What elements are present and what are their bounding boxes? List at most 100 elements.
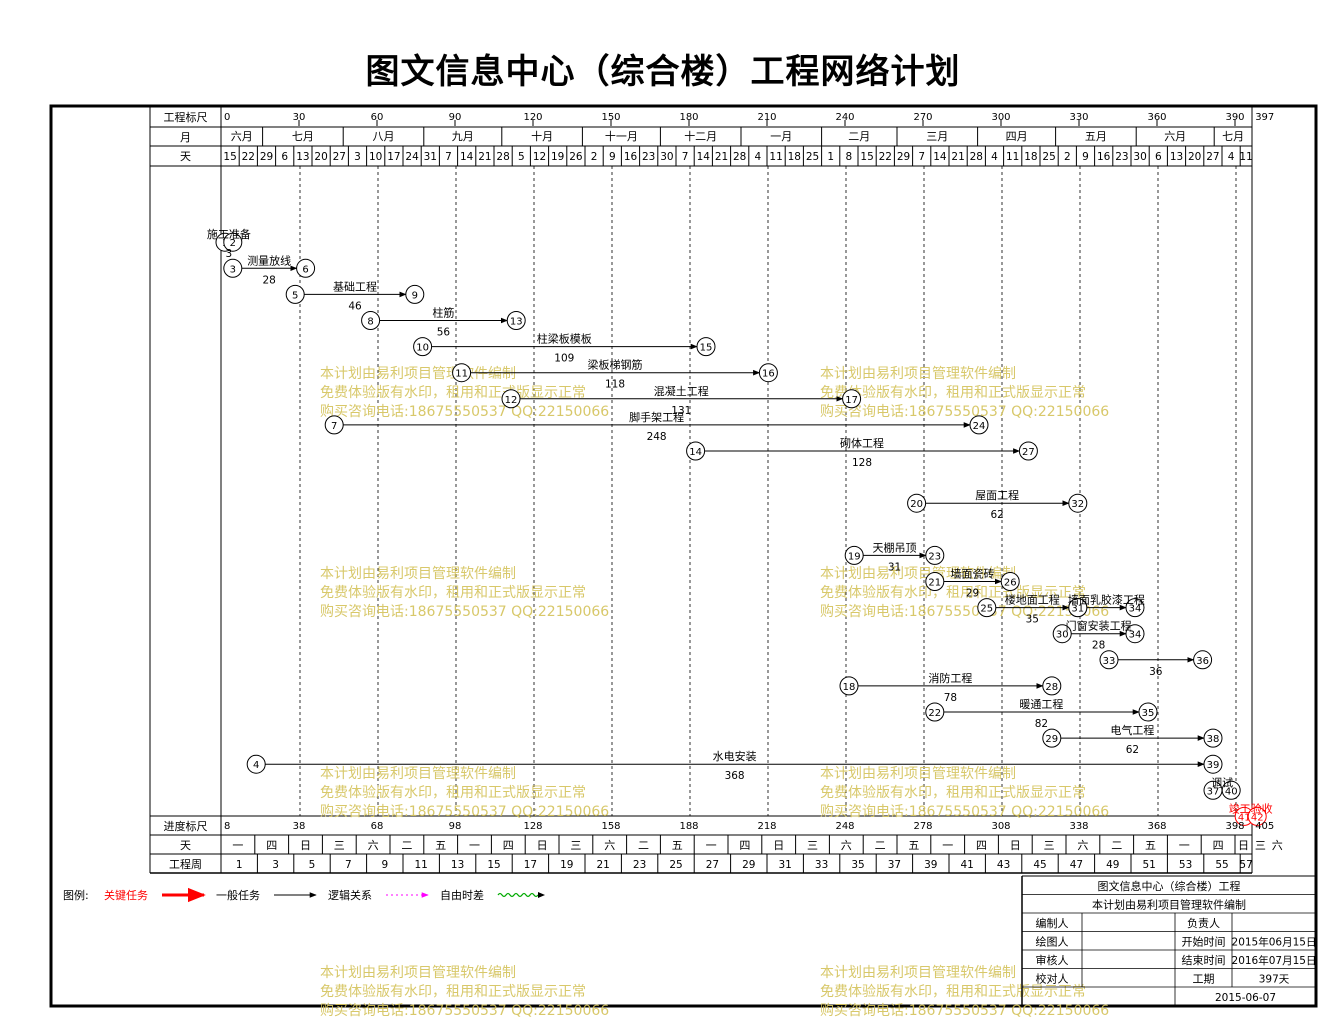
event-node-label: 42 bbox=[1251, 812, 1264, 823]
weekday-label: 六 bbox=[604, 839, 615, 852]
watermark-line: 免费体验版有水印，租用和正式版显示正常 bbox=[820, 984, 1086, 1000]
progress-tick: 98 bbox=[449, 821, 462, 832]
month-label: 十一月 bbox=[605, 129, 638, 143]
day-label: 4 bbox=[1228, 151, 1235, 163]
progress-tick: 398 bbox=[1225, 821, 1244, 832]
event-node-label: 36 bbox=[1196, 656, 1209, 667]
event-node-label: 4 bbox=[253, 760, 259, 771]
event-node-label: 23 bbox=[928, 551, 941, 562]
watermark-line: 购买咨询电话:18675550537 QQ:22150066 bbox=[820, 804, 1109, 820]
weekday-label: 一 bbox=[232, 839, 243, 852]
month-label: 十月 bbox=[531, 129, 553, 143]
event-node bbox=[1247, 806, 1267, 826]
legend-item-label: 自由时差 bbox=[440, 888, 484, 902]
day-label: 19 bbox=[551, 151, 564, 163]
event-node-label: 33 bbox=[1103, 656, 1116, 667]
day-label: 10 bbox=[369, 151, 382, 163]
day-label: 22 bbox=[242, 151, 255, 163]
event-node-label: 27 bbox=[1022, 447, 1035, 458]
info-value: 2016年07月15日 bbox=[1232, 954, 1317, 967]
event-node bbox=[907, 493, 927, 513]
week-label: 9 bbox=[381, 859, 388, 871]
event-node bbox=[501, 389, 521, 409]
week-label: 27 bbox=[706, 859, 719, 871]
task-name: 柱梁板模板 bbox=[537, 332, 592, 346]
event-node-label: 34 bbox=[1129, 604, 1142, 615]
task-duration: 28 bbox=[263, 274, 276, 286]
timescale-tick: 210 bbox=[757, 112, 776, 123]
watermark-line: 购买咨询电话:18675550537 QQ:22150066 bbox=[320, 1003, 609, 1017]
week-label: 43 bbox=[997, 859, 1010, 871]
week-label: 35 bbox=[851, 859, 864, 871]
week-label: 41 bbox=[961, 859, 974, 871]
task-duration: 248 bbox=[647, 431, 667, 443]
day-label: 27 bbox=[333, 151, 346, 163]
day-label: 29 bbox=[897, 151, 910, 163]
event-node-label: 18 bbox=[843, 682, 856, 693]
weekday-label: 日 bbox=[1238, 839, 1249, 852]
timescale-tick: 180 bbox=[679, 112, 698, 123]
watermark-line: 本计划由易利项目管理软件编制 bbox=[320, 366, 516, 382]
timescale-tick: 120 bbox=[523, 112, 542, 123]
watermark-line: 购买咨询电话:18675550537 QQ:22150066 bbox=[320, 804, 609, 820]
day-label: 21 bbox=[951, 151, 964, 163]
weekday-label: 日 bbox=[300, 839, 311, 852]
event-node bbox=[285, 284, 305, 304]
info-header-software: 本计划由易利项目管理软件编制 bbox=[1092, 898, 1246, 912]
event-node-label: 5 bbox=[292, 290, 298, 301]
event-node bbox=[1052, 624, 1072, 644]
task-name: 混凝土工程 bbox=[654, 384, 709, 398]
watermark-line: 本计划由易利项目管理软件编制 bbox=[820, 766, 1016, 782]
progress-tick: 405 bbox=[1255, 821, 1274, 832]
day-label: 9 bbox=[609, 151, 616, 163]
watermark-line: 免费体验版有水印，租用和正式版显示正常 bbox=[320, 984, 586, 1000]
weekday-label: 三 bbox=[334, 839, 345, 852]
info-key: 校对人 bbox=[1036, 972, 1069, 986]
day-label: 5 bbox=[518, 151, 525, 163]
event-node bbox=[925, 702, 945, 722]
task-name: 测量放线 bbox=[247, 253, 291, 267]
watermark-line: 本计划由易利项目管理软件编制 bbox=[820, 366, 1016, 382]
task-duration: 62 bbox=[1126, 744, 1139, 756]
watermark-block: 本计划由易利项目管理软件编制免费体验版有水印，租用和正式版显示正常购买咨询电话:… bbox=[320, 965, 609, 1017]
progress-tick: 278 bbox=[913, 821, 932, 832]
task-duration: 118 bbox=[605, 379, 625, 391]
month-label: 十二月 bbox=[684, 129, 717, 143]
month-label: 七月 bbox=[292, 130, 314, 143]
event-node-label: 12 bbox=[505, 395, 518, 406]
event-node bbox=[977, 598, 997, 618]
event-node-label: 9 bbox=[412, 290, 418, 301]
day-label: 8 bbox=[846, 151, 853, 163]
weekday-label: 五 bbox=[672, 839, 683, 852]
watermark-line: 购买咨询电话:18675550537 QQ:22150066 bbox=[820, 1003, 1109, 1017]
task-name: 施工准备 bbox=[207, 227, 251, 241]
event-node-label: 22 bbox=[928, 708, 941, 719]
watermark-line: 免费体验版有水印，租用和正式版显示正常 bbox=[820, 385, 1086, 401]
month-label: 八月 bbox=[373, 130, 395, 143]
event-node-label: 6 bbox=[302, 264, 308, 275]
day-label: 20 bbox=[1188, 151, 1201, 163]
week-label: 15 bbox=[487, 859, 500, 871]
progress-tick: 8 bbox=[224, 821, 230, 832]
week-label: 37 bbox=[888, 859, 901, 871]
day-label: 4 bbox=[991, 151, 998, 163]
week-label: 39 bbox=[924, 859, 937, 871]
watermark-block: 本计划由易利项目管理软件编制免费体验版有水印，租用和正式版显示正常购买咨询电话:… bbox=[320, 766, 609, 820]
event-node bbox=[296, 258, 316, 278]
event-node-label: 39 bbox=[1207, 760, 1220, 771]
day-label: 30 bbox=[1133, 151, 1146, 163]
month-label: 六月 bbox=[231, 130, 253, 143]
task-name: 基础工程 bbox=[333, 280, 377, 293]
week-label: 33 bbox=[815, 859, 828, 871]
event-node-label: 3 bbox=[230, 264, 236, 275]
task-duration: 128 bbox=[852, 457, 872, 469]
day-label: 12 bbox=[533, 151, 546, 163]
day-label: 14 bbox=[460, 151, 474, 163]
week-label: 17 bbox=[524, 859, 537, 871]
event-node-label: 15 bbox=[700, 343, 713, 354]
timescale-tick: 360 bbox=[1147, 112, 1166, 123]
event-node bbox=[925, 572, 945, 591]
week-label: 5 bbox=[309, 859, 316, 871]
week-row-label: 工程周 bbox=[169, 858, 202, 871]
info-key: 负责人 bbox=[1187, 916, 1220, 930]
